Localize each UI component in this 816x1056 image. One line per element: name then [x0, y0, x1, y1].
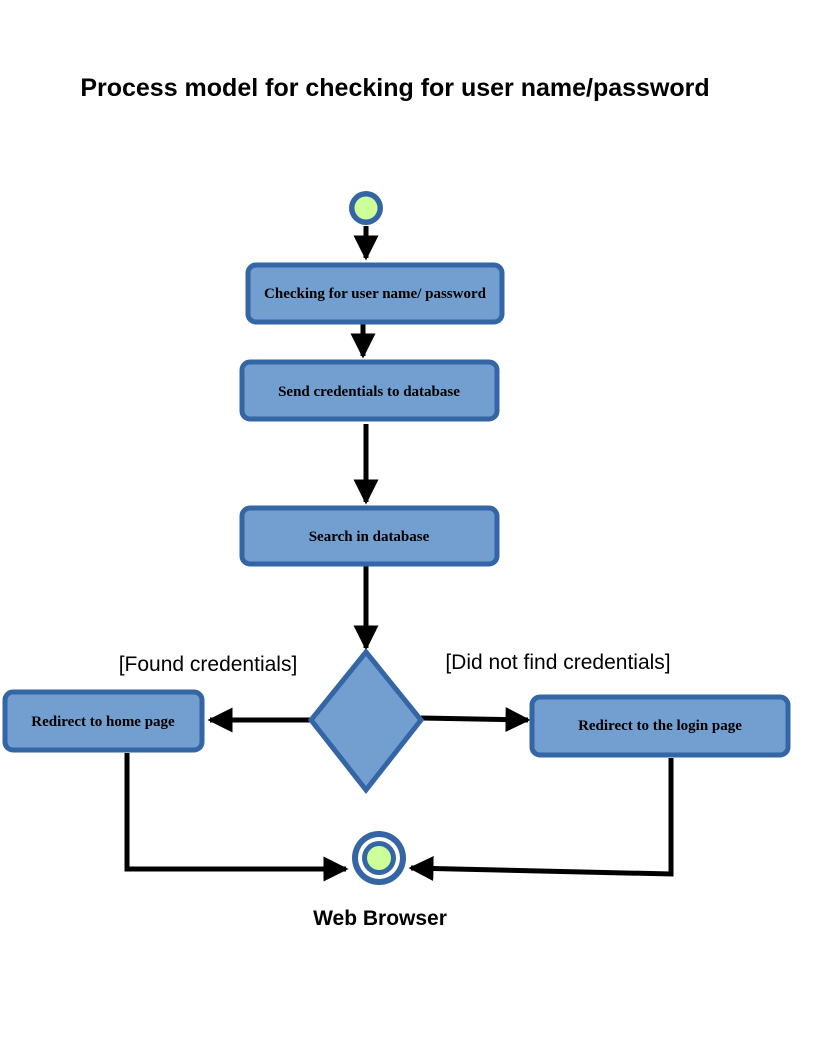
action-check-credentials-label: Checking for user name/ password	[264, 286, 487, 302]
final-node	[352, 831, 406, 885]
edge-decision-to-login	[420, 707, 531, 733]
edge-login-to-final	[408, 758, 674, 882]
action-check-credentials: Checking for user name/ password	[245, 262, 505, 325]
action-send-credentials: Send credentials to database	[239, 359, 500, 422]
final-node-label: Web Browser	[313, 907, 447, 930]
guard-not-found-credentials: [Did not find credentials]	[445, 651, 670, 674]
initial-node	[349, 191, 383, 225]
action-redirect-login-label: Redirect to the login page	[578, 718, 742, 734]
action-search-database: Search in database	[239, 505, 500, 567]
action-search-database-label: Search in database	[309, 529, 430, 545]
edge-home-to-final	[124, 753, 349, 882]
action-redirect-home-label: Redirect to home page	[31, 714, 175, 730]
action-send-credentials-label: Send credentials to database	[278, 384, 460, 400]
guard-found-credentials: [Found credentials]	[119, 653, 298, 676]
decision-node	[307, 648, 425, 795]
diagram-title: Process model for checking for user name…	[80, 74, 709, 102]
action-redirect-home: Redirect to home page	[2, 689, 205, 753]
action-redirect-login: Redirect to the login page	[529, 694, 791, 758]
